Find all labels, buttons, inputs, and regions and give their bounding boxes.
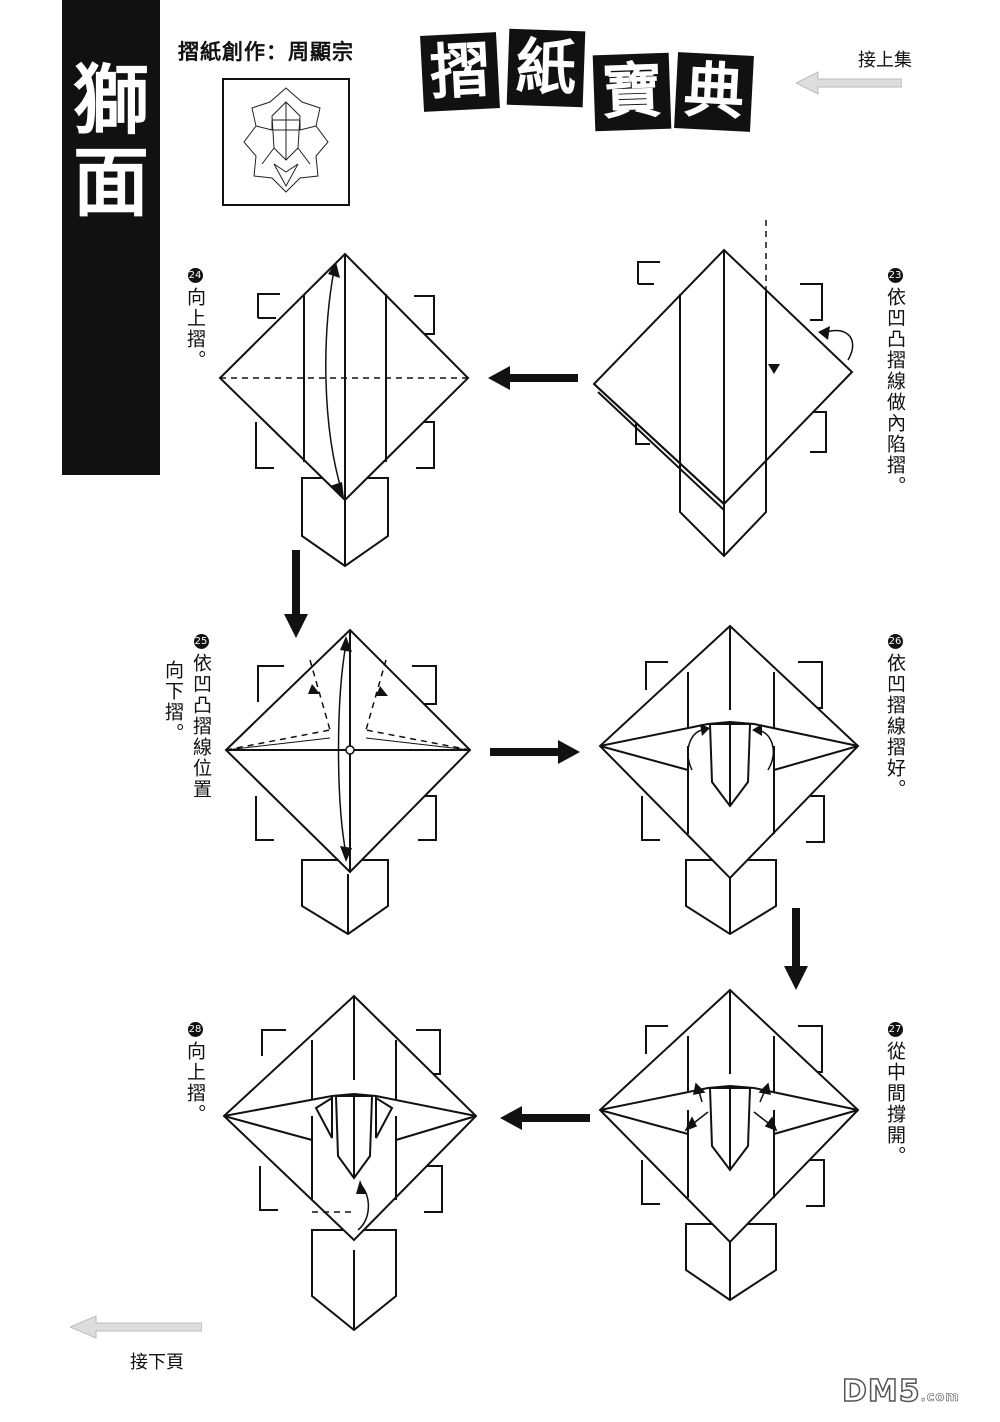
model-title-char-1: 獅 <box>73 56 149 145</box>
step-text: 依凹凸摺線做內陷摺。 <box>884 287 906 497</box>
step-27-diagram <box>598 988 860 1302</box>
step-28-diagram <box>222 994 478 1332</box>
model-title: 獅 面 <box>62 60 160 224</box>
step-text: 從中間撐開。 <box>884 1041 906 1167</box>
next-page-label: 接下頁 <box>130 1352 184 1373</box>
arrow-left-icon <box>500 1106 590 1130</box>
author-credit: 摺紙創作：周顯宗 <box>178 40 354 64</box>
step-number: 28 <box>187 1022 203 1037</box>
step-24-note: 24 向上摺。 <box>184 268 206 371</box>
series-char-3: 寶 <box>592 52 672 132</box>
arrow-left-icon <box>488 366 578 390</box>
arrow-down-icon <box>284 550 308 638</box>
step-number: 25 <box>193 634 209 649</box>
site-watermark: DM5.com <box>841 1373 960 1410</box>
watermark-suffix: .com <box>920 1390 960 1406</box>
step-26-diagram <box>598 624 860 936</box>
arrow-left-icon <box>70 1315 202 1339</box>
step-number: 23 <box>887 268 903 283</box>
model-title-char-2: 面 <box>73 138 149 227</box>
step-24-diagram <box>218 252 470 568</box>
step-number: 26 <box>887 634 903 649</box>
series-title: 摺 紙 寶 典 <box>408 28 778 140</box>
step-23-diagram <box>592 220 854 558</box>
step-28-note: 28 向上摺。 <box>184 1022 206 1125</box>
step-25-note-cont: 向下摺。 <box>162 660 184 744</box>
finished-model-thumbnail <box>222 78 350 206</box>
step-text: 向下摺。 <box>162 660 184 744</box>
step-25-note: 25 依凹凸摺線位置 <box>190 634 212 800</box>
step-23-note: 23 依凹凸摺線做內陷摺。 <box>884 268 906 497</box>
step-text: 向上摺。 <box>184 287 206 371</box>
step-25-diagram <box>224 628 472 936</box>
step-text: 向上摺。 <box>184 1041 206 1125</box>
arrow-left-icon <box>796 71 902 95</box>
arrow-down-icon <box>784 908 808 990</box>
series-char-4: 典 <box>674 52 754 132</box>
step-26-note: 26 依凹摺線摺好。 <box>884 634 906 800</box>
step-text: 依凹凸摺線位置 <box>190 653 212 800</box>
step-number: 27 <box>887 1022 903 1037</box>
step-27-note: 27 從中間撐開。 <box>884 1022 906 1167</box>
arrow-right-icon <box>490 740 580 764</box>
sidebar-title-block <box>62 0 160 475</box>
step-number: 24 <box>187 268 203 283</box>
series-char-2: 紙 <box>506 28 586 108</box>
lion-face-icon <box>243 87 329 193</box>
step-text: 依凹摺線摺好。 <box>884 653 906 800</box>
watermark-main: DM5 <box>841 1373 921 1410</box>
series-char-1: 摺 <box>420 32 500 112</box>
previous-issue-label: 接上集 <box>858 50 912 71</box>
